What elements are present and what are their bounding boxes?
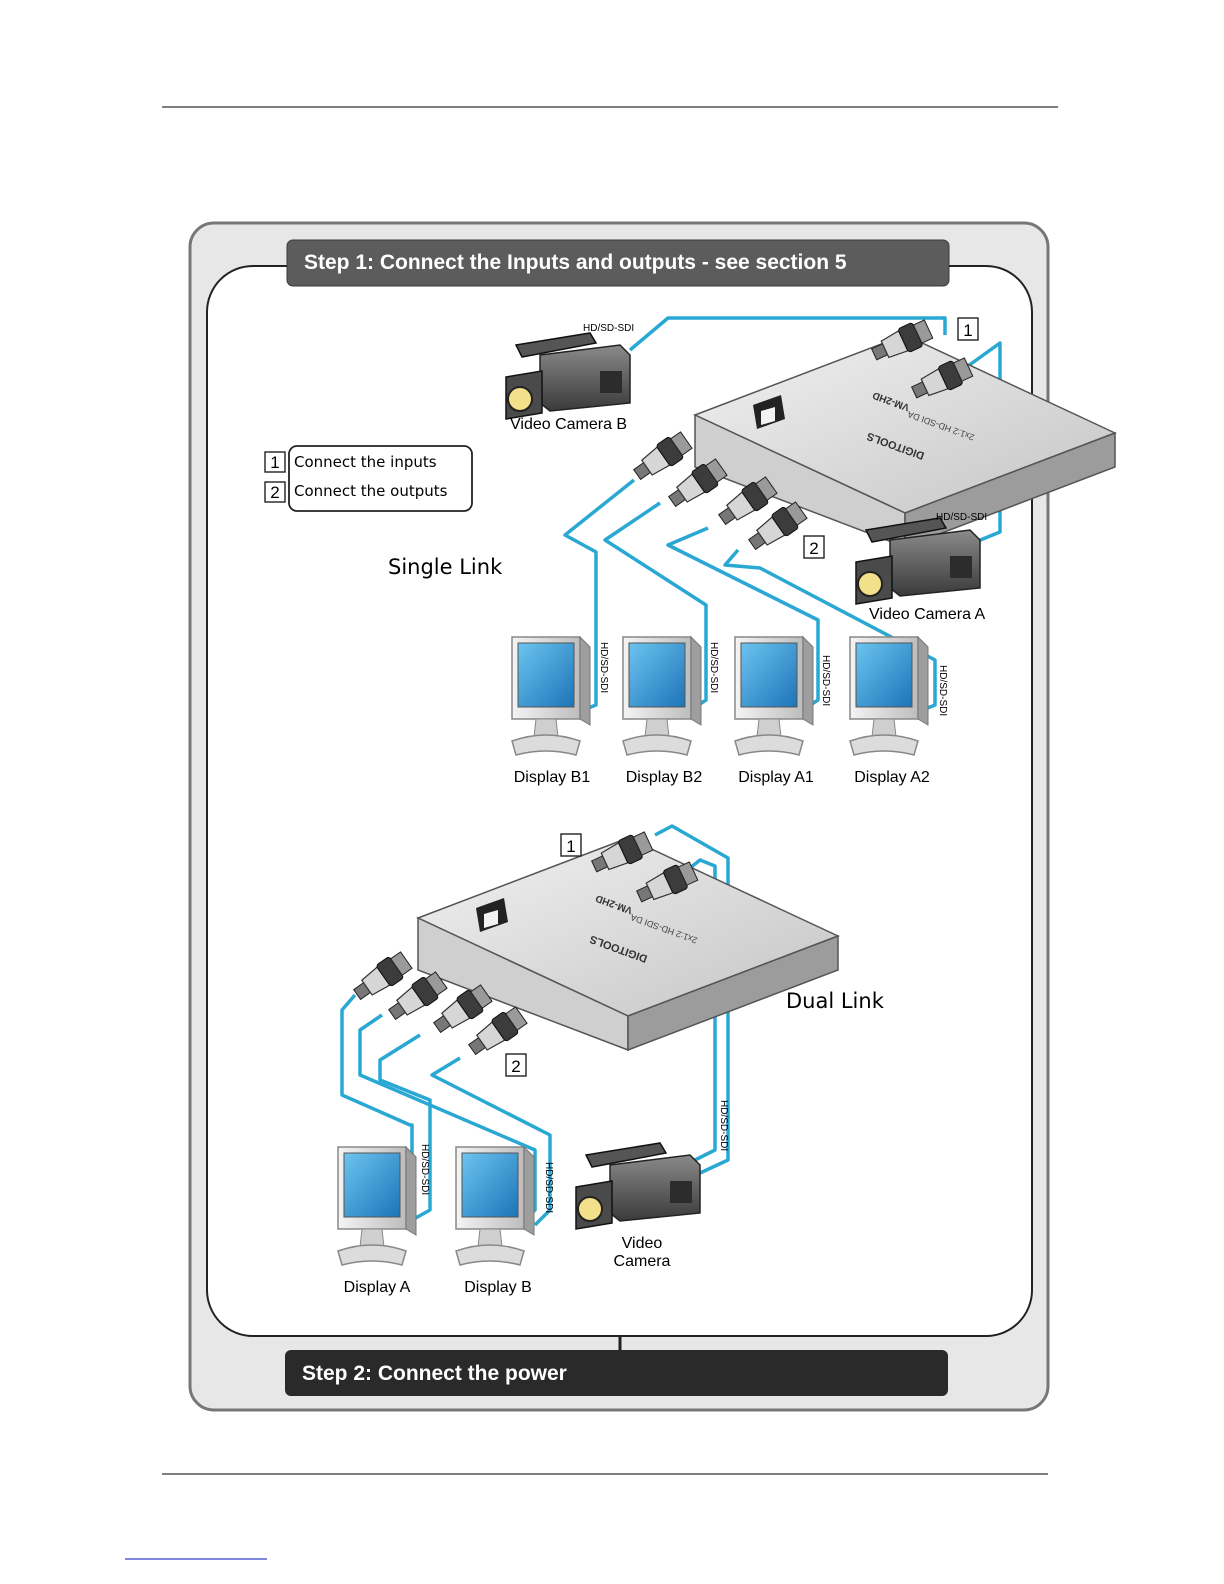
video-camera-a-label: Video Camera A xyxy=(869,606,986,623)
single-link-label: Single Link xyxy=(388,555,503,579)
single-cable-label-a: HD/SD-SDI xyxy=(936,512,987,523)
legend-marker-2: 2 xyxy=(270,483,279,502)
dual-cable-label-camera: HD/SD-SDI xyxy=(718,1100,729,1151)
dual-input-marker-text: 1 xyxy=(566,837,575,856)
single-device: VM-2HD DIGITOOLS 2x1:2 HD-SDI DA xyxy=(694,334,1116,548)
legend-marker-1: 1 xyxy=(270,453,279,472)
dual-input-marker xyxy=(560,833,582,857)
display-b-label: Display B xyxy=(464,1279,532,1296)
display-b2-label: Display B2 xyxy=(626,769,703,786)
step2-title: Step 2: Connect the power xyxy=(302,1362,567,1385)
dual-cable-label-a: HD/SD-SDI xyxy=(419,1144,430,1195)
single-output-marker-text: 2 xyxy=(809,539,818,558)
single-output-marker xyxy=(803,535,825,559)
single-cable-label-3: HD/SD-SDI xyxy=(820,655,831,706)
legend-inputs: Connect the inputs xyxy=(294,453,437,471)
legend-outputs: Connect the outputs xyxy=(294,482,448,500)
dual-link-label: Dual Link xyxy=(786,989,885,1013)
dual-cables xyxy=(340,824,730,1227)
step2-banner xyxy=(285,1350,948,1396)
single-cable-label-2: HD/SD-SDI xyxy=(708,642,719,693)
dual-camera-label-line1: Video xyxy=(622,1235,663,1252)
dual-device: VM-2HD DIGITOOLS 2x1:2 HD-SDI DA xyxy=(417,837,839,1051)
display-a2-label: Display A2 xyxy=(854,769,930,786)
single-cable-label-4: HD/SD-SDI xyxy=(937,665,948,716)
single-cable-label-1: HD/SD-SDI xyxy=(598,642,609,693)
display-a-label: Display A xyxy=(344,1279,411,1296)
dual-output-marker xyxy=(505,1053,527,1077)
single-input-marker xyxy=(957,317,979,341)
dual-output-marker-text: 2 xyxy=(511,1057,520,1076)
dual-camera-label-line2: Camera xyxy=(614,1253,671,1270)
display-a1-label: Display A1 xyxy=(738,769,814,786)
step1-banner xyxy=(286,239,950,287)
step1-title: Step 1: Connect the Inputs and outputs -… xyxy=(304,251,847,274)
video-camera-b-label: Video Camera B xyxy=(510,416,627,433)
display-b1-label: Display B1 xyxy=(514,769,591,786)
single-cable-label-b: HD/SD-SDI xyxy=(583,323,634,334)
dual-cable-label-b: HD/SD-SDI xyxy=(543,1162,554,1213)
legend: 1 Connect the inputs 2 Connect the outpu… xyxy=(264,445,473,512)
single-input-marker-text: 1 xyxy=(963,321,972,340)
